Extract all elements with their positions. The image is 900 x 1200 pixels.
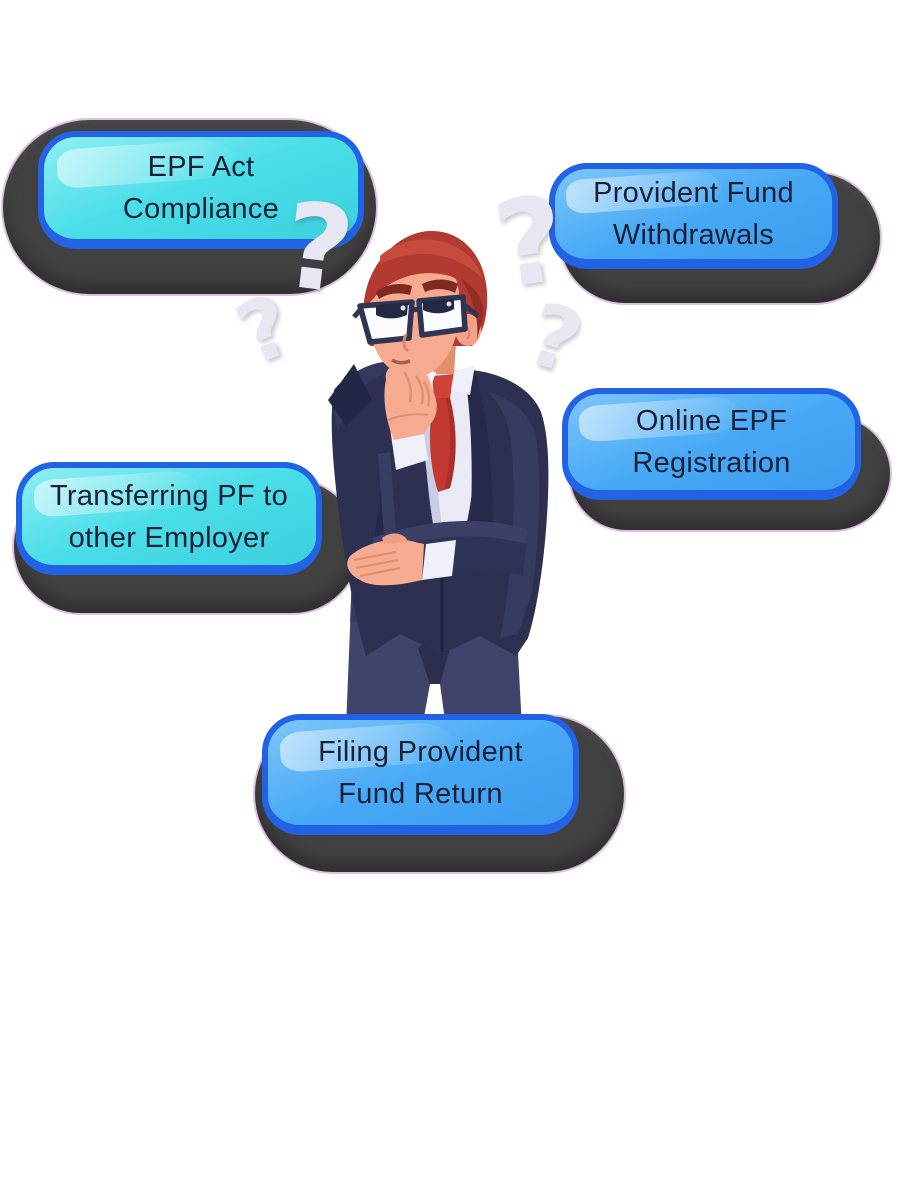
head bbox=[352, 230, 488, 378]
bubble-body: Filing Provident Fund Return bbox=[262, 714, 579, 835]
nose bbox=[402, 333, 409, 353]
bubble-label-line: Fund Return bbox=[338, 777, 503, 810]
bubble-body: EPF Act Compliance bbox=[38, 131, 364, 249]
bubble-label-line: other Employer bbox=[68, 521, 270, 554]
tie bbox=[429, 374, 456, 492]
bubble-body: Online EPF Registration bbox=[562, 388, 861, 500]
bubble-online-epf-registration: Online EPF Registration bbox=[562, 388, 890, 530]
bubble-transferring-pf-to-other-employer: Transferring PF to other Employer bbox=[14, 462, 359, 613]
bubble-label-line: Registration bbox=[632, 447, 791, 479]
bubble-body: Provident Fund Withdrawals bbox=[549, 163, 838, 269]
bubble-body: Transferring PF to other Employer bbox=[16, 462, 322, 575]
thinking-businessman-illustration bbox=[320, 222, 565, 734]
bubble-label-line: Withdrawals bbox=[612, 219, 775, 251]
glasses bbox=[352, 294, 480, 345]
eyebrow-left bbox=[376, 284, 412, 299]
hand-on-chin bbox=[384, 364, 437, 470]
bubble-label-line: Filing Provident bbox=[318, 735, 523, 768]
bubble-provident-fund-withdrawals: Provident Fund Withdrawals bbox=[549, 163, 880, 303]
eyebrow-right bbox=[422, 279, 458, 293]
bubble-filing-provident-fund-return: Filing Provident Fund Return bbox=[255, 714, 624, 872]
bubble-label-line: Online EPF bbox=[635, 405, 788, 437]
bubble-label-line: EPF Act bbox=[147, 151, 255, 183]
bubble-epf-act-compliance: EPF Act Compliance bbox=[3, 120, 376, 294]
mouth bbox=[391, 358, 411, 365]
raised-arm-sleeve bbox=[378, 448, 432, 534]
question-mark-icon: ? bbox=[275, 175, 361, 321]
bubble-label-line: Transferring PF to bbox=[49, 479, 288, 512]
bubble-label-line: Compliance bbox=[122, 193, 280, 225]
crossed-arm bbox=[347, 520, 528, 586]
bubble-label-line: Provident Fund bbox=[593, 177, 794, 209]
